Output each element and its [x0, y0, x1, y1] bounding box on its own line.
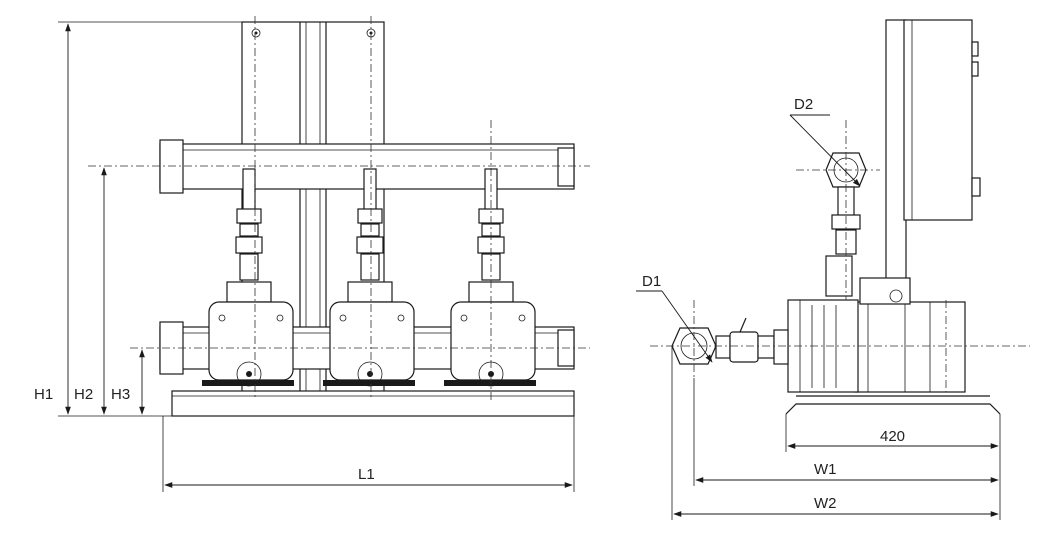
d1-label: D1 — [642, 273, 661, 290]
w2-label: W2 — [814, 495, 837, 512]
h2-label: H2 — [74, 386, 93, 403]
w1-label: W1 — [814, 461, 837, 478]
d2-label: D2 — [794, 96, 813, 113]
h1-label: H1 — [34, 386, 53, 403]
pump-unit-1 — [202, 168, 294, 387]
h3-label: H3 — [111, 386, 130, 403]
pump-unit-3 — [444, 168, 536, 387]
side-view — [636, 19, 1030, 520]
width-420-label: 420 — [880, 428, 905, 445]
pump-unit-2 — [323, 168, 415, 387]
front-view — [58, 16, 590, 492]
l1-label: L1 — [358, 466, 375, 483]
